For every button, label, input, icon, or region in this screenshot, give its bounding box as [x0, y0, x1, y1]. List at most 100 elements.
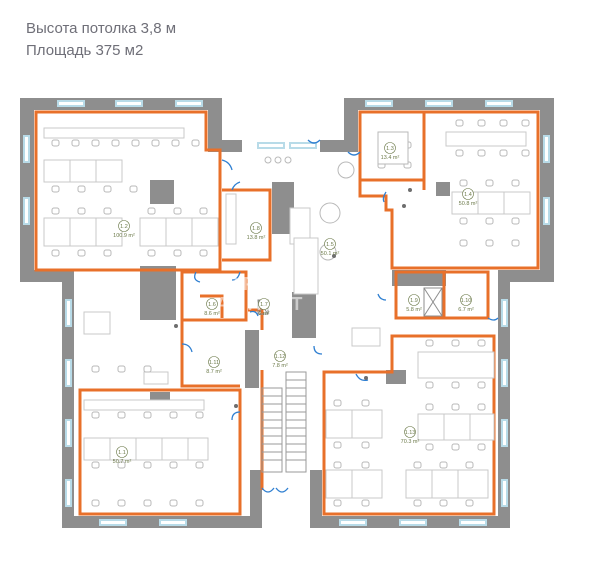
room-area-1-11: 8.7 m²	[206, 369, 222, 375]
chair	[485, 239, 494, 247]
chair	[459, 217, 468, 225]
chair	[199, 207, 208, 215]
room-area-1-13: 70.3 m²	[401, 439, 420, 445]
chair	[413, 461, 422, 469]
chair	[171, 139, 180, 147]
chair	[361, 441, 370, 449]
chair	[451, 381, 460, 389]
chair	[103, 185, 112, 193]
chairs	[51, 119, 530, 507]
chair	[459, 179, 468, 187]
room-marker-1-12	[274, 350, 286, 362]
chair	[361, 499, 370, 507]
chair	[71, 139, 80, 147]
chair	[91, 139, 100, 147]
chair	[511, 239, 520, 247]
chair	[451, 403, 460, 411]
chair	[451, 443, 460, 451]
chair	[477, 339, 486, 347]
chair	[91, 499, 100, 507]
watermark-line1: OFFICE	[226, 274, 310, 294]
chair	[103, 249, 112, 257]
chair	[477, 381, 486, 389]
chair	[147, 249, 156, 257]
chair	[143, 411, 152, 419]
room-area-1-9: 5.8 m²	[406, 307, 422, 313]
chair	[51, 207, 60, 215]
chair	[511, 179, 520, 187]
chair	[199, 249, 208, 257]
room-marker-1-3	[384, 142, 396, 154]
chair	[425, 339, 434, 347]
chair	[455, 119, 464, 127]
room-marker-1-4	[462, 188, 474, 200]
room-area-1-7: 2 m²	[259, 311, 270, 317]
chair	[77, 207, 86, 215]
chair	[143, 461, 152, 469]
chair	[117, 411, 126, 419]
chair	[465, 499, 474, 507]
room-number-1-7: 1.7	[260, 302, 268, 308]
chair	[151, 139, 160, 147]
chair	[465, 461, 474, 469]
chair	[521, 119, 530, 127]
chair	[103, 207, 112, 215]
chair	[499, 149, 508, 157]
room-area-1-12: 7.8 m²	[272, 363, 288, 369]
chair	[425, 381, 434, 389]
chair	[117, 365, 126, 373]
room-marker-1-10	[460, 294, 472, 306]
room-area-1-1: 50.7 m²	[113, 459, 132, 465]
room-marker-1-2	[118, 220, 130, 232]
chair	[91, 365, 100, 373]
chair	[425, 403, 434, 411]
room-area-1-5: 50.1 m²	[321, 251, 340, 257]
plan-header: Высота потолка 3,8 м Площадь 375 м2	[26, 18, 176, 62]
workstation-desks	[43, 127, 531, 499]
chair	[451, 339, 460, 347]
chair	[143, 365, 152, 373]
ceiling-height-text: Высота потолка 3,8 м	[26, 20, 177, 37]
chair	[111, 139, 120, 147]
chair	[425, 443, 434, 451]
chair	[173, 249, 182, 257]
chair	[413, 499, 422, 507]
chair	[143, 499, 152, 507]
chair	[51, 185, 60, 193]
room-number-1-8: 1.8	[252, 226, 260, 232]
chair	[439, 499, 448, 507]
room-marker-1-11	[208, 356, 220, 368]
chair	[191, 139, 200, 147]
chair	[333, 399, 342, 407]
chair	[477, 149, 486, 157]
room-marker-1-13	[404, 426, 416, 438]
chair	[169, 461, 178, 469]
chair	[333, 441, 342, 449]
chair	[173, 207, 182, 215]
chair	[195, 461, 204, 469]
chair	[91, 461, 100, 469]
room-marker-1-1	[116, 446, 128, 458]
room-marker-1-6	[206, 298, 218, 310]
room-marker-1-5	[324, 238, 336, 250]
room-area-1-6: 8.6 m²	[204, 311, 220, 317]
total-area-text: Площадь 375 м2	[26, 42, 144, 59]
room-area-1-10: 6.7 m²	[458, 307, 474, 313]
room-number-1-10: 1.10	[461, 298, 472, 304]
room-number-1-12: 1.12	[275, 354, 286, 360]
chair	[333, 499, 342, 507]
windows	[23, 100, 550, 526]
chair	[195, 499, 204, 507]
chair	[51, 139, 60, 147]
chair	[361, 461, 370, 469]
chair	[455, 149, 464, 157]
chair	[333, 461, 342, 469]
chair	[499, 119, 508, 127]
chair	[131, 139, 140, 147]
chair	[77, 185, 86, 193]
chair	[169, 499, 178, 507]
chair	[91, 411, 100, 419]
room-area-1-3: 13.4 m²	[381, 155, 400, 161]
